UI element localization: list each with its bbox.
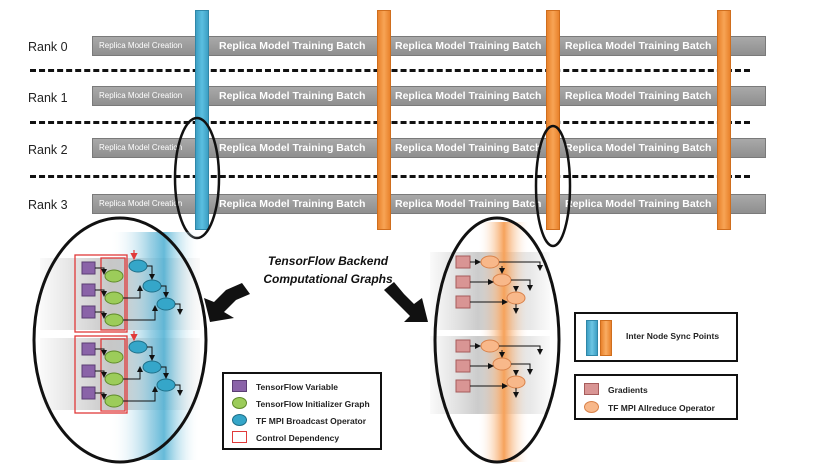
broadcast-graph-top (74, 250, 183, 333)
training-batch-label: Replica Model Training Batch (395, 90, 542, 102)
rank-label: Rank 2 (28, 143, 68, 157)
timeline-bar (92, 138, 766, 158)
broadcast-ellipse (142, 279, 162, 293)
control-dependency-box (74, 335, 128, 414)
allreduce-ellipse-icon (584, 401, 599, 413)
timeline-bar (92, 36, 766, 56)
training-batch-label: Replica Model Training Batch (395, 40, 542, 52)
allreduce-sync-bar (546, 10, 560, 230)
pointer-arrow-right (384, 282, 428, 322)
variable-square-icon (232, 380, 247, 392)
timeline-bar (92, 194, 766, 214)
allreduce-graph-top (455, 255, 543, 314)
variable-square (81, 342, 96, 356)
graphs-title-line: TensorFlow Backend (267, 254, 389, 268)
broadcast-column (110, 232, 200, 460)
graphs-title-line: Computational Graphs (263, 272, 393, 286)
replica-creation-label: Replica Model Creation (99, 91, 183, 100)
zoom-ellipse-broadcast (32, 216, 208, 464)
gradient-square (455, 359, 471, 373)
legend-broadcast: TensorFlow Variable TensorFlow Initializ… (222, 372, 382, 450)
allreduce-ellipse (480, 255, 500, 269)
legend-label: TF MPI Allreduce Operator (608, 403, 715, 413)
initializer-ellipse (104, 313, 124, 327)
replica-creation-label: Replica Model Creation (99, 199, 183, 208)
initializer-ellipse (104, 350, 124, 364)
broadcast-ellipse (142, 360, 162, 374)
broadcast-ellipse (128, 340, 148, 354)
training-batch-label: Replica Model Training Batch (565, 90, 712, 102)
allreduce-ellipse (506, 375, 526, 389)
allreduce-sync-bar (717, 10, 731, 230)
training-batch-label: Replica Model Training Batch (395, 142, 542, 154)
broadcast-ellipse (156, 378, 176, 392)
variable-square (81, 305, 96, 319)
training-batch-label: Replica Model Training Batch (219, 198, 366, 210)
rank-label: Rank 1 (28, 91, 68, 105)
training-batch-label: Replica Model Training Batch (565, 142, 712, 154)
initializer-ellipse (104, 372, 124, 386)
training-batch-label: Replica Model Training Batch (219, 40, 366, 52)
gradient-square (455, 275, 471, 289)
variable-square (81, 386, 96, 400)
allreduce-graph-bottom (455, 339, 543, 398)
training-batch-label: Replica Model Training Batch (219, 90, 366, 102)
allreduce-ellipse (506, 291, 526, 305)
blue-sync-icon (586, 320, 598, 356)
gradient-square (455, 255, 471, 269)
pointer-arrow-left (204, 283, 250, 322)
legend-label: Gradients (608, 385, 648, 395)
allreduce-sync-bar (377, 10, 391, 230)
rank-label: Rank 3 (28, 198, 68, 212)
gradient-square-icon (584, 383, 599, 395)
allreduce-ellipse (480, 339, 500, 353)
gradient-square (455, 379, 471, 393)
allreduce-ellipse (492, 273, 512, 287)
broadcast-ellipse (156, 297, 176, 311)
orange-sync-icon (600, 320, 612, 356)
initializer-ellipse (104, 394, 124, 408)
training-batch-label: Replica Model Training Batch (565, 198, 712, 210)
initializer-ellipse (104, 269, 124, 283)
highlight-ellipse (534, 124, 572, 248)
sync-legend-label: Inter Node Sync Points (626, 331, 720, 341)
broadcast-graph-bottom (74, 331, 183, 414)
legend-label: TensorFlow Initializer Graph (256, 399, 370, 409)
broadcast-ellipse-icon (232, 414, 247, 426)
zoom-ellipse-allreduce (433, 216, 561, 464)
gradient-square (455, 295, 471, 309)
replica-creation-label: Replica Model Creation (99, 143, 183, 152)
variable-square (81, 283, 96, 297)
legend-allreduce: Gradients TF MPI Allreduce Operator (574, 374, 738, 420)
gradient-square (455, 339, 471, 353)
legend-label: TF MPI Broadcast Operator (256, 416, 367, 426)
legend-label: TensorFlow Variable (256, 382, 339, 392)
timeline-bar (92, 86, 766, 106)
training-batch-label: Replica Model Training Batch (565, 40, 712, 52)
broadcast-ellipse (128, 259, 148, 273)
allreduce-ellipse (492, 357, 512, 371)
legend-label: Control Dependency (256, 433, 340, 443)
control-dependency-icon (232, 431, 247, 443)
initializer-ellipse-icon (232, 397, 247, 409)
highlight-ellipse (173, 116, 221, 240)
initializer-ellipse (104, 291, 124, 305)
control-dependency-box (74, 254, 128, 333)
replica-creation-label: Replica Model Creation (99, 41, 183, 50)
variable-square (81, 364, 96, 378)
rank-label: Rank 0 (28, 40, 68, 54)
training-batch-label: Replica Model Training Batch (219, 142, 366, 154)
variable-square (81, 261, 96, 275)
training-batch-label: Replica Model Training Batch (395, 198, 542, 210)
graphs-title: TensorFlow Backend Computational Graphs (238, 252, 418, 288)
legend-sync: Inter Node Sync Points (574, 312, 738, 362)
